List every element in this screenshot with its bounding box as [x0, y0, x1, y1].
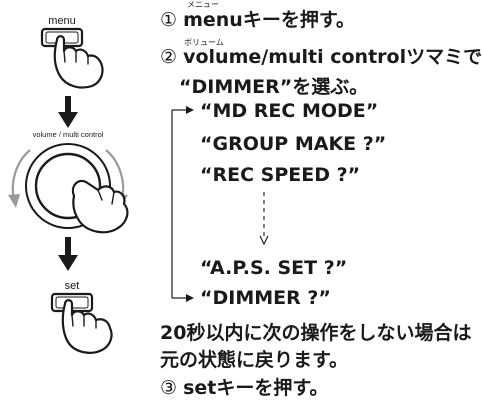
step-2-number: ② [160, 46, 178, 68]
step-1-number: ① [160, 9, 178, 31]
pressing-hand-icon [53, 35, 104, 89]
option-cycle-bracket [171, 106, 194, 302]
step-1-key: menu [183, 9, 243, 31]
operation-figure: menu volume / multi control set [8, 15, 129, 354]
option-item: “MD REC MODE” [200, 100, 379, 122]
dial-label: volume / multi control [33, 130, 104, 139]
turning-hand-icon [71, 179, 129, 234]
step-2-key: volume/multi control [183, 46, 407, 68]
continue-arrow-icon [259, 192, 269, 246]
menu-ruby: メニュー [187, 0, 219, 9]
volume-ruby: ボリューム [184, 38, 224, 47]
menu-key-label: menu [48, 15, 76, 27]
down-arrow-icon [58, 237, 78, 271]
down-arrow-icon [58, 96, 78, 128]
option-item: “REC SPEED ?” [200, 164, 361, 186]
set-key-label: set [65, 280, 80, 292]
pressing-hand-icon [61, 299, 113, 354]
step-2: ② volume/multi controlツマミで [160, 46, 482, 68]
step-3: ③ setキーを押す。 [160, 377, 328, 399]
option-item: “A.P.S. SET ?” [200, 257, 348, 279]
step-3-key: set [183, 377, 217, 399]
step-2-text: ツマミで [406, 46, 482, 68]
timeout-note-line2: 元の状態に戻ります。 [160, 349, 349, 371]
step-2-line2: “DIMMER”を選ぶ。 [179, 76, 369, 98]
option-item: “GROUP MAKE ?” [200, 133, 387, 155]
step-3-text: キーを押す。 [216, 377, 329, 399]
step-1-text: キーを押す。 [242, 9, 355, 31]
timeout-note-line1: 20秒以内に次の操作をしない場合は [160, 322, 472, 344]
step-3-number: ③ [160, 377, 178, 399]
step-1: ① menuキーを押す。 [160, 9, 355, 31]
option-item: “DIMMER ?” [200, 287, 331, 309]
